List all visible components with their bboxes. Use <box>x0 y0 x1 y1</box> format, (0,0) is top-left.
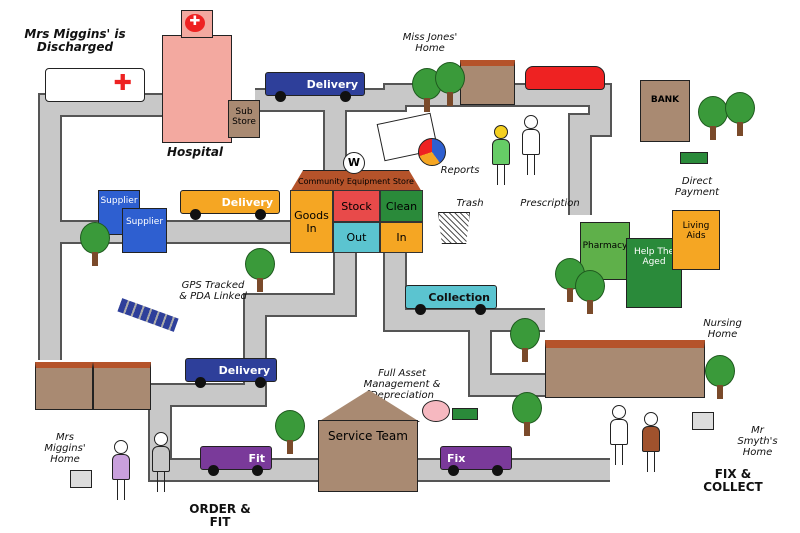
trash-bin-icon <box>438 212 470 244</box>
fix-van: Fix <box>440 446 512 476</box>
service-team-building: Service Team <box>318 420 418 492</box>
mrs-miggins-home-label: Mrs Miggins' Home <box>44 432 86 465</box>
mrs-miggins-home-1 <box>35 362 93 410</box>
red-cross-icon: ✚ <box>113 71 132 96</box>
store-goods-in: Goods In <box>290 190 333 253</box>
gps-label: GPS Tracked & PDA Linked <box>179 280 247 302</box>
tree <box>80 222 110 266</box>
hospital-label: Hospital <box>166 145 224 159</box>
living-aids-building: Living Aids <box>672 210 720 270</box>
store-clean: Clean <box>380 190 423 222</box>
tree <box>698 96 728 140</box>
delivery-truck-bottom: Delivery <box>185 358 277 388</box>
tree <box>435 62 465 106</box>
mrs-miggins-figure <box>110 440 132 500</box>
tree <box>705 355 735 399</box>
cash-icon <box>680 152 708 164</box>
store-logo: W <box>343 152 365 174</box>
nurse-figure <box>608 405 630 465</box>
store-in: In <box>380 222 423 253</box>
mrs-miggins-home-2 <box>93 362 151 410</box>
tree <box>245 248 275 292</box>
miss-jones-home <box>460 60 515 105</box>
prescription-label: Prescription <box>520 198 580 209</box>
reports-label: Reports <box>440 165 480 176</box>
nursing-home-building <box>545 340 705 398</box>
fix-collect-label: FIX & COLLECT <box>703 467 763 495</box>
collection-van: Collection <box>405 285 497 315</box>
tree <box>725 92 755 136</box>
hospital-building: ✚ <box>162 10 232 143</box>
asset-management-label: Full Asset Management & Depreciation <box>363 368 441 401</box>
computer-icon <box>70 470 92 488</box>
direct-payment-label: Direct Payment <box>674 176 720 198</box>
store-out: Out <box>333 222 380 253</box>
computer-icon <box>692 412 714 430</box>
mr-smyth-home-label: Mr Smyth's Home <box>737 425 778 458</box>
girl-figure <box>490 125 512 185</box>
delivery-truck-top: Delivery <box>265 72 365 102</box>
miss-jones-label: Miss Jones' Home <box>402 32 458 54</box>
ambulance: ✚ <box>45 68 145 102</box>
supplier-building-2: Supplier <box>122 208 167 253</box>
discharged-label: Mrs Miggins' is Discharged <box>24 27 126 55</box>
cash-icon <box>452 408 478 420</box>
tree <box>512 392 542 436</box>
piggy-bank-icon <box>422 400 450 422</box>
tree <box>575 270 605 314</box>
nursing-home-label: Nursing Home <box>703 318 742 340</box>
tree <box>510 318 540 362</box>
sub-store-building: Sub Store <box>228 100 260 138</box>
nurse-figure <box>150 432 172 492</box>
pie-chart-icon <box>418 138 446 166</box>
nurse-figure <box>520 115 542 175</box>
mr-smyth-figure <box>640 412 662 472</box>
store-stock: Stock <box>333 190 380 222</box>
hospital-cross-icon: ✚ <box>185 14 205 32</box>
delivery-truck-supplier: Delivery <box>180 190 280 220</box>
fit-van: Fit <box>200 446 272 476</box>
order-fit-label: ORDER & FIT <box>189 502 251 530</box>
trash-label: Trash <box>456 198 484 209</box>
red-car <box>525 66 605 90</box>
tree <box>275 410 305 454</box>
bank-building: BANK <box>640 80 690 142</box>
